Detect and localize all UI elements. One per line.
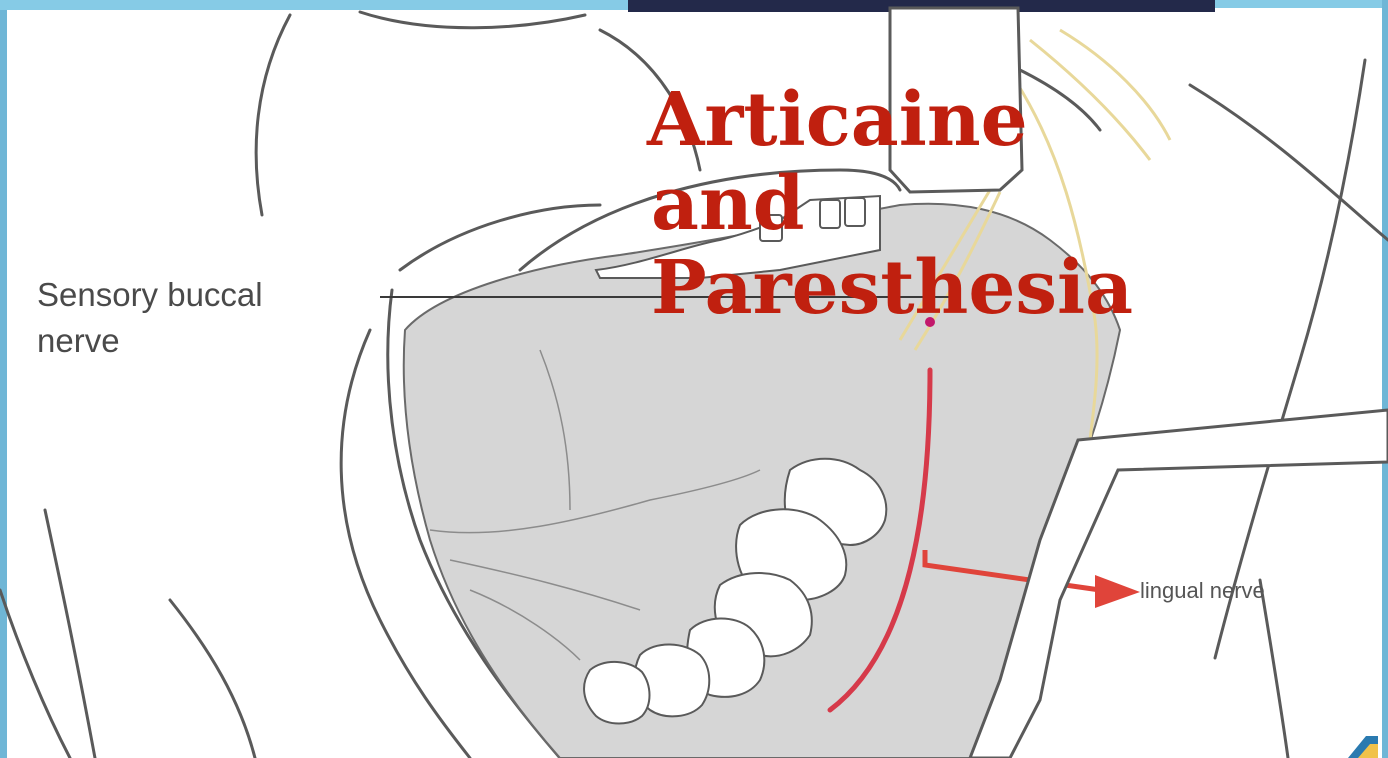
buccal-label-line-2: nerve xyxy=(37,318,397,364)
title-line-2: and xyxy=(651,162,1247,246)
slide-title: Articaine and Paresthesia xyxy=(647,78,1247,330)
corner-logo-icon xyxy=(1342,728,1382,758)
buccal-label-line-1: Sensory buccal xyxy=(37,272,397,318)
lingual-nerve-label: lingual nerve xyxy=(1140,577,1265,605)
title-line-3: Paresthesia xyxy=(651,246,1247,330)
title-line-1: Articaine xyxy=(647,78,1247,162)
sensory-buccal-nerve-label: Sensory buccal nerve xyxy=(37,272,397,364)
